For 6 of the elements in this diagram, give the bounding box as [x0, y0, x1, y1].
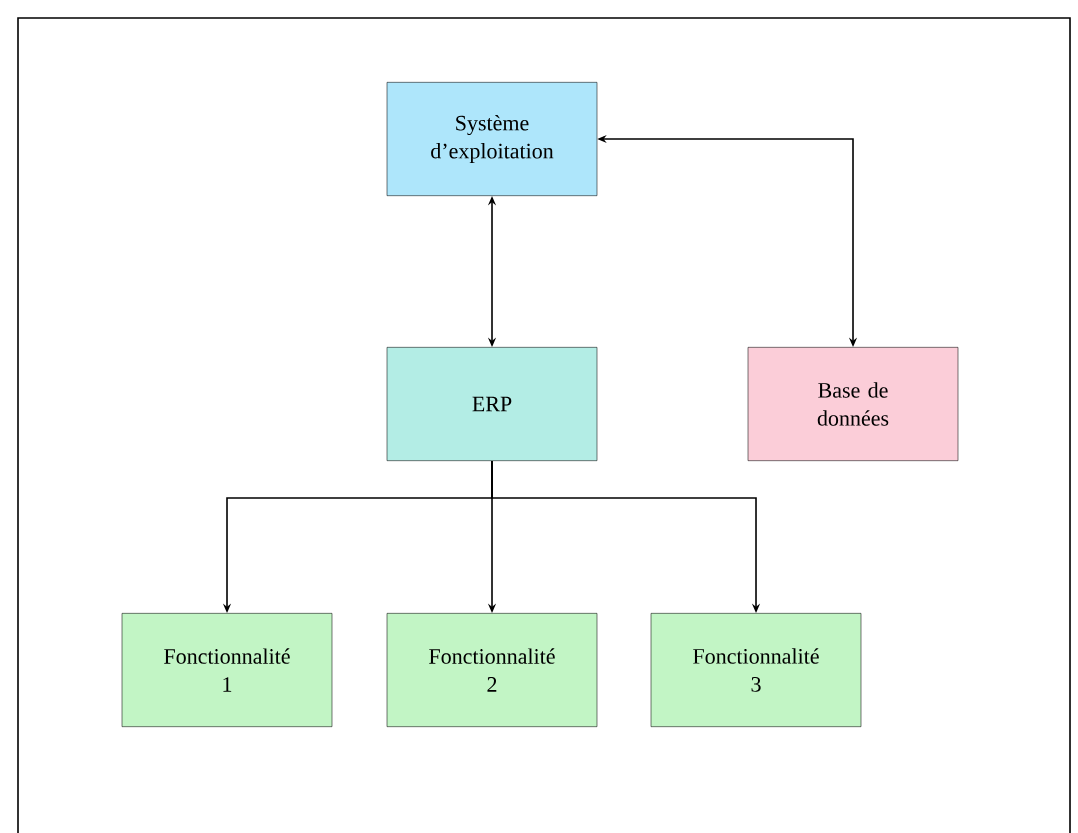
process-box: Fonctionnalité 2	[386, 613, 598, 727]
process-box: Fonctionnalité 1	[121, 613, 333, 727]
process-box: Base de données	[747, 347, 959, 461]
process-box: ERP	[386, 347, 598, 461]
process-box: Système d’exploitation	[386, 82, 598, 196]
process-box: Fonctionnalité 3	[650, 613, 862, 727]
